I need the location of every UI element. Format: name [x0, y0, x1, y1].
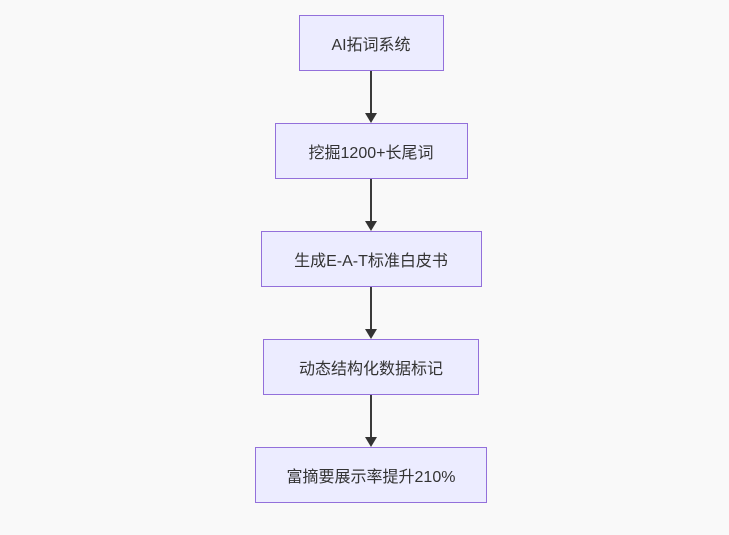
flow-arrow-3	[365, 287, 377, 339]
arrowhead-down-icon	[365, 221, 377, 231]
flowchart-node-eat-whitepaper: 生成E-A-T标准白皮书	[260, 231, 482, 287]
flowchart-node-structured-data-markup: 动态结构化数据标记	[263, 339, 479, 395]
arrow-line	[370, 395, 372, 437]
arrow-line	[370, 71, 372, 113]
arrowhead-down-icon	[365, 437, 377, 447]
flow-arrow-2	[365, 179, 377, 231]
arrow-line	[370, 179, 372, 221]
flowchart-node-rich-snippet-result: 富摘要展示率提升210%	[255, 447, 487, 503]
flow-arrow-1	[365, 71, 377, 123]
flow-arrow-4	[365, 395, 377, 447]
flowchart-node-ai-keyword-system: AI拓词系统	[298, 15, 444, 71]
arrow-line	[370, 287, 372, 329]
arrowhead-down-icon	[365, 113, 377, 123]
flowchart-node-longtail-mining: 挖掘1200+长尾词	[274, 123, 468, 179]
arrowhead-down-icon	[365, 329, 377, 339]
flowchart: AI拓词系统 挖掘1200+长尾词 生成E-A-T标准白皮书 动态结构化数据标记…	[255, 15, 487, 503]
